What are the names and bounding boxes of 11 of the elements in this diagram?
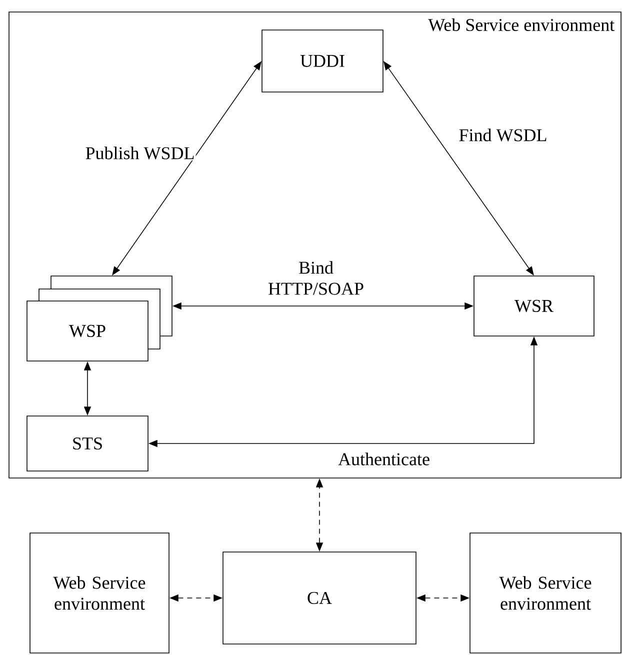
edge-label: Publish WSDL: [84, 146, 196, 160]
stacked-box: WSP: [26, 276, 172, 362]
process-box: UDDI: [262, 30, 384, 92]
process-box: Web Service environment: [30, 532, 170, 654]
edge-label: Bind HTTP/SOAP: [255, 260, 377, 296]
process-box: CA: [222, 552, 416, 644]
process-box: Web Service environment: [470, 532, 622, 654]
edge-label: Find WSDL: [458, 128, 548, 142]
process-box: WSR: [474, 276, 594, 336]
edge-label: Authenticate: [337, 452, 431, 466]
process-box: STS: [26, 416, 148, 472]
